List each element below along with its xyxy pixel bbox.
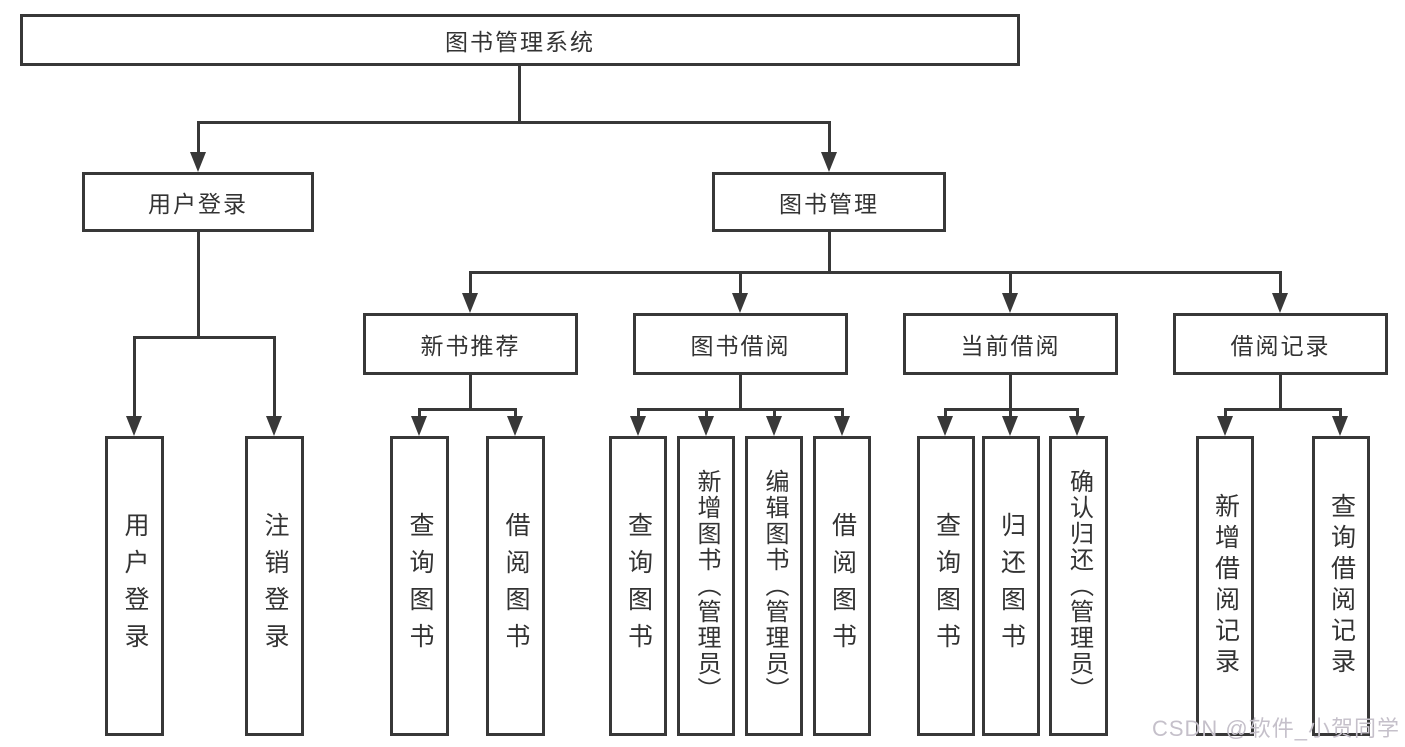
node-label: 图书管理系统 xyxy=(445,29,595,55)
connector-arrow-current xyxy=(1009,271,1012,294)
arrow-down-icon xyxy=(937,416,953,436)
arrow-down-icon xyxy=(411,416,427,436)
leaf-add-borrow-record: 新增借阅记录 xyxy=(1196,436,1254,736)
node-label: 借阅记录 xyxy=(1230,333,1331,359)
connector-newbook-bar xyxy=(418,408,517,411)
connector-arrow-leaf xyxy=(841,408,844,418)
arrow-down-icon xyxy=(698,416,714,436)
connector-arrow-new-book xyxy=(469,271,472,294)
node-book-management: 图书管理 xyxy=(712,172,946,232)
connector-arrow-leaf xyxy=(773,408,776,418)
arrow-down-icon xyxy=(190,152,206,172)
connector-book-mgmt-bar xyxy=(469,271,1282,274)
leaf-user-login: 用户登录 xyxy=(105,436,164,736)
connector-records-stem xyxy=(1279,375,1282,408)
node-label: 当前借阅 xyxy=(960,333,1061,359)
arrow-down-icon xyxy=(766,416,782,436)
arrow-down-icon xyxy=(732,293,748,313)
arrow-down-icon xyxy=(834,416,850,436)
node-new-book-recommend: 新书推荐 xyxy=(363,313,578,375)
connector-borrowing-stem xyxy=(739,375,742,408)
node-label: 用户登录 xyxy=(148,191,248,217)
node-current-borrowing: 当前借阅 xyxy=(903,313,1118,375)
arrow-down-icon xyxy=(1002,293,1018,313)
arrow-down-icon xyxy=(1002,416,1018,436)
connector-arrow-leaf xyxy=(514,408,517,418)
connector-user-login-stem xyxy=(197,232,200,336)
connector-arrow-leaf xyxy=(1009,408,1012,418)
connector-arrow-leaf xyxy=(1076,408,1079,418)
connector-arrow-leaf xyxy=(705,408,708,418)
csdn-watermark: CSDN @软件_小贺同学 xyxy=(1151,716,1400,741)
arrow-down-icon xyxy=(821,152,837,172)
node-user-login: 用户登录 xyxy=(82,172,314,232)
leaf-add-book-admin: 新增图书（管理员） xyxy=(677,436,735,736)
leaf-logout: 注销登录 xyxy=(245,436,304,736)
connector-borrowing-bar xyxy=(637,408,844,411)
arrow-down-icon xyxy=(1069,416,1085,436)
connector-arrow-leaf xyxy=(133,336,136,417)
connector-arrow-leaf xyxy=(637,408,640,418)
leaf-borrow-books: 借阅图书 xyxy=(813,436,871,736)
arrow-down-icon xyxy=(462,293,478,313)
connector-book-mgmt-stem xyxy=(828,232,831,271)
arrow-down-icon xyxy=(266,416,282,436)
connector-arrow-user-login xyxy=(197,121,200,154)
leaf-query-books: 查询图书 xyxy=(609,436,667,736)
arrow-down-icon xyxy=(630,416,646,436)
node-library-management-system: 图书管理系统 xyxy=(20,14,1020,66)
leaf-query-books: 查询图书 xyxy=(917,436,975,736)
arrow-down-icon xyxy=(1332,416,1348,436)
leaf-query-borrow-record: 查询借阅记录 xyxy=(1312,436,1370,736)
connector-root-stem xyxy=(518,66,521,121)
arrow-down-icon xyxy=(1217,416,1233,436)
node-borrowing-records: 借阅记录 xyxy=(1173,313,1388,375)
leaf-borrow-books: 借阅图书 xyxy=(486,436,545,736)
connector-arrow-records xyxy=(1279,271,1282,294)
leaf-edit-book-admin: 编辑图书（管理员） xyxy=(745,436,803,736)
connector-user-login-bar xyxy=(133,336,276,339)
leaf-confirm-return-admin: 确认归还（管理员） xyxy=(1049,436,1108,736)
connector-arrow-leaf xyxy=(273,336,276,417)
arrow-down-icon xyxy=(126,416,142,436)
connector-root-bar xyxy=(197,121,831,124)
node-label: 新书推荐 xyxy=(420,333,521,359)
connector-newbook-stem xyxy=(469,375,472,408)
connector-arrow-leaf xyxy=(418,408,421,418)
connector-records-bar xyxy=(1224,408,1342,411)
arrow-down-icon xyxy=(1272,293,1288,313)
connector-arrow-book-management xyxy=(828,121,831,154)
node-label: 图书借阅 xyxy=(690,333,791,359)
leaf-query-books: 查询图书 xyxy=(390,436,449,736)
node-book-borrowing: 图书借阅 xyxy=(633,313,848,375)
arrow-down-icon xyxy=(507,416,523,436)
connector-arrow-leaf xyxy=(1224,408,1227,418)
connector-arrow-borrowing xyxy=(739,271,742,294)
connector-current-stem xyxy=(1009,375,1012,408)
node-label: 图书管理 xyxy=(779,191,879,217)
leaf-return-books: 归还图书 xyxy=(982,436,1040,736)
connector-arrow-leaf xyxy=(1339,408,1342,418)
connector-arrow-leaf xyxy=(944,408,947,418)
